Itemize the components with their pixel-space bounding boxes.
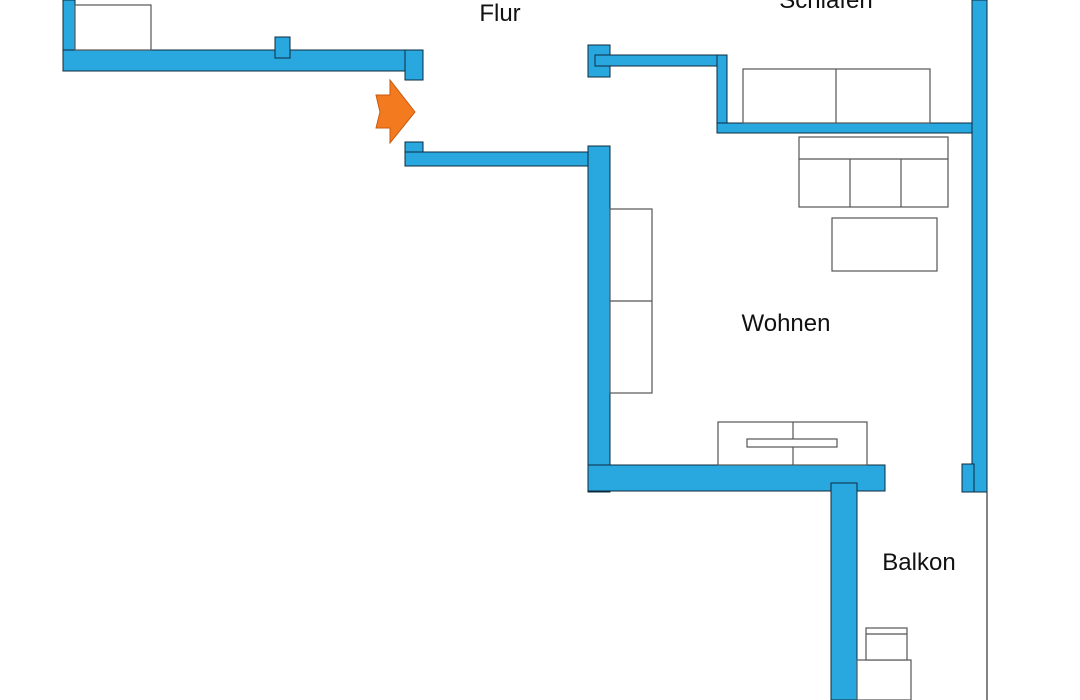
room-label-schlafen: Schlafen <box>779 0 872 14</box>
sofa <box>798 136 949 208</box>
walls <box>62 0 988 700</box>
coffee-table <box>831 217 938 272</box>
wall-pillar-small <box>274 36 291 59</box>
room-label-balkon: Balkon <box>882 549 955 576</box>
wall-bedroom-lower <box>594 54 728 67</box>
wall-right-stub <box>961 463 975 493</box>
wall-right-exterior <box>971 0 988 493</box>
wall-living-left <box>587 145 611 493</box>
room-label-wohnen: Wohnen <box>742 310 831 337</box>
tv <box>746 438 838 448</box>
balcony-chair <box>865 627 908 661</box>
wall-balcony-left <box>830 482 858 700</box>
wall-door-jamb-upper <box>404 49 424 81</box>
wall-corridor-lower <box>404 151 606 167</box>
wall-top-left-vertical <box>62 0 76 59</box>
wall-top-left-horizontal <box>62 49 424 72</box>
entrance-arrow-icon <box>375 78 416 145</box>
wall-bedroom-bottom <box>716 122 978 134</box>
cabinet-top-left <box>74 4 152 51</box>
furniture <box>74 4 949 700</box>
room-label-flur: Flur <box>479 0 520 27</box>
balcony-table <box>856 659 912 700</box>
wall-bedroom-corner <box>716 54 728 134</box>
